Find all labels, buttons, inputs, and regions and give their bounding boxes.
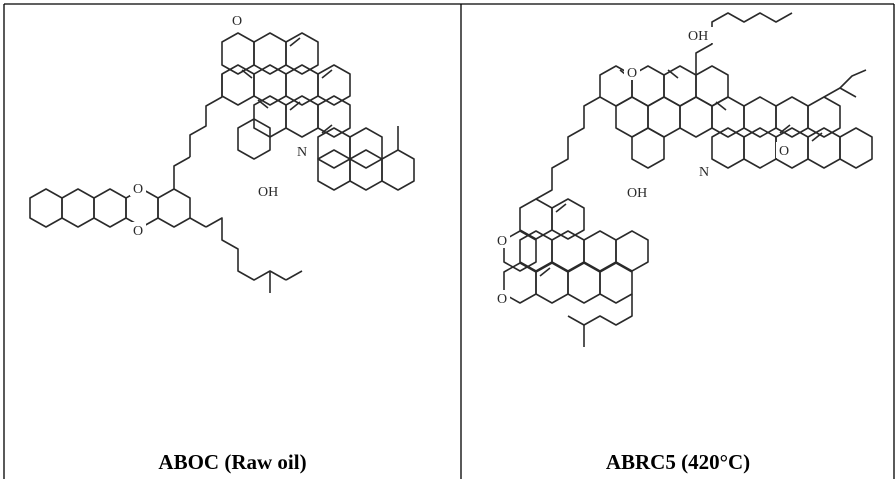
abrc5-label-ring-oxygen-right: O <box>779 144 789 159</box>
aboc-label-hydroxyl: OH <box>258 185 278 200</box>
aboc-label-ring-oxygen-top: O <box>232 14 242 29</box>
abrc5-label-oxygen-lower-a: O <box>497 234 507 249</box>
aboc-molecule-structure <box>29 32 415 293</box>
abrc5-molecule-structure <box>503 12 873 347</box>
abrc5-label-oxygen-lower-b: O <box>497 292 507 307</box>
caption-abrc5: ABRC5 (420°C) <box>605 450 751 474</box>
abrc5-label-hydroxyl-bottom: OH <box>627 186 647 201</box>
abrc5-label-nitrogen: N <box>699 165 709 180</box>
aboc-label-oxygen-upper: O <box>133 182 143 197</box>
abrc5-label-ring-oxygen-left: O <box>627 66 637 81</box>
abrc5-label-hydroxyl-top: OH <box>688 29 708 44</box>
caption-aboc: ABOC (Raw oil) <box>158 450 307 474</box>
aboc-label-nitrogen: N <box>297 145 307 160</box>
aboc-label-oxygen-lower: O <box>133 224 143 239</box>
